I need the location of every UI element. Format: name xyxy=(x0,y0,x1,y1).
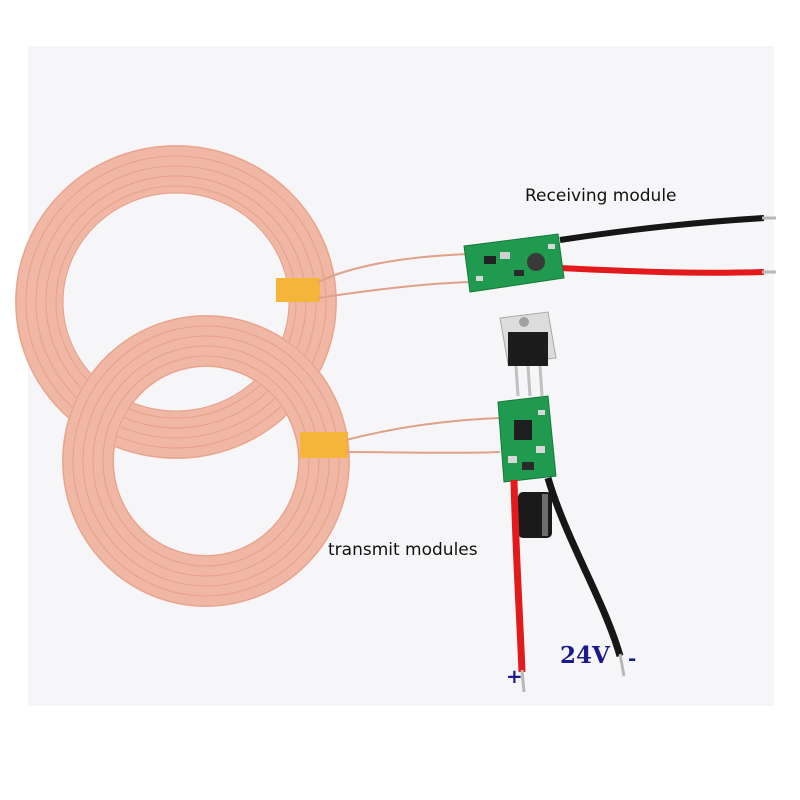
input-black-wire xyxy=(544,477,624,657)
voltage-label: 24V xyxy=(560,642,610,669)
electrolytic-capacitor xyxy=(518,492,552,538)
heatsink-transistor xyxy=(499,311,557,397)
transmit-coil xyxy=(62,315,350,607)
receiving-module-pcb xyxy=(463,233,565,293)
positive-terminal-label: + xyxy=(506,664,523,688)
receiving-module-label: Receiving module xyxy=(525,186,677,206)
negative-terminal-label: - xyxy=(628,646,637,670)
transmit-module-pcb xyxy=(497,395,557,483)
receiving-coil-tape xyxy=(276,278,320,302)
input-wire-tip xyxy=(520,669,526,693)
receiver-black-wire xyxy=(559,215,765,243)
coil-leads xyxy=(317,253,501,454)
transmit-coil-tape xyxy=(300,432,348,458)
receiver-red-wire xyxy=(559,265,765,276)
input-red-wire xyxy=(510,479,526,673)
transmit-modules-label: transmit modules xyxy=(328,540,478,560)
input-wire-tip xyxy=(618,653,626,677)
